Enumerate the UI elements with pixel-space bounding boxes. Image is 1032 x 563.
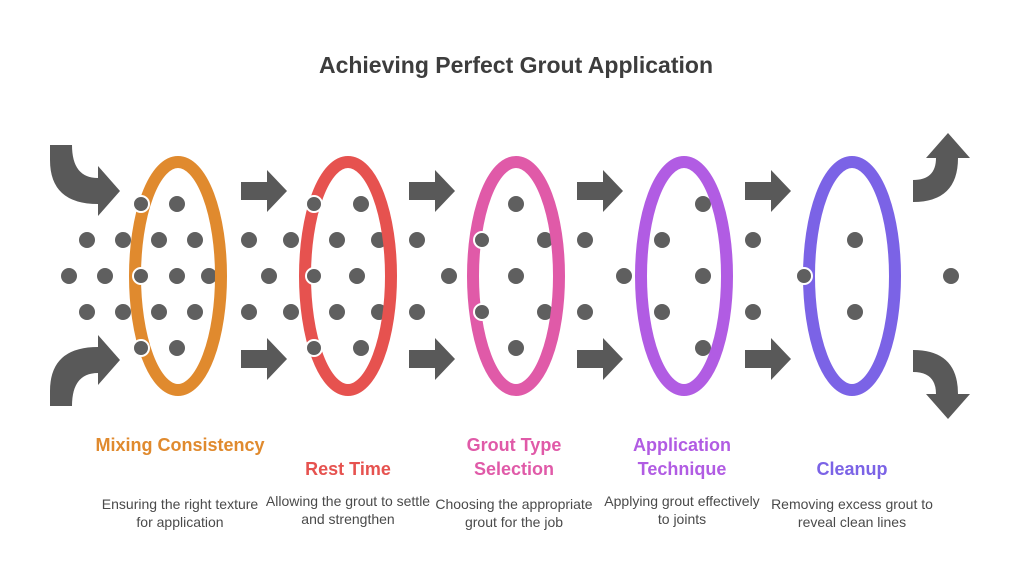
stage-label-rest: Rest Time	[305, 459, 391, 479]
arrow-right-icon	[409, 338, 455, 380]
particle-dot	[187, 304, 203, 320]
stage-desc-rest: Allowing the grout to settle and strengt…	[265, 493, 431, 527]
curved-arrow-out-bottom-icon	[913, 350, 970, 419]
particle-dot	[169, 268, 185, 284]
filter-ring	[803, 156, 901, 396]
particle-dot	[745, 232, 761, 248]
particle-dot	[745, 304, 761, 320]
particle-dot	[79, 304, 95, 320]
particle-dot	[115, 304, 131, 320]
filter-ring	[635, 156, 733, 396]
particle-dot	[115, 232, 131, 248]
particle-dot	[79, 232, 95, 248]
arrow-right-icon	[745, 338, 791, 380]
particle-dot	[847, 232, 863, 248]
particle-dot	[508, 196, 524, 212]
particle-dot-outlined	[132, 195, 150, 213]
arrow-right-icon	[409, 170, 455, 212]
particle-dot-outlined	[132, 267, 150, 285]
particle-dot	[329, 304, 345, 320]
particle-dot	[847, 304, 863, 320]
particle-dot-outlined	[132, 339, 150, 357]
particle-dot	[695, 268, 711, 284]
stage-desc-application: Applying grout effectively to joints	[604, 493, 760, 527]
stage-desc-cleanup: Removing excess grout to reveal clean li…	[771, 496, 933, 530]
arrow-right-icon	[745, 170, 791, 212]
particle-dot	[241, 304, 257, 320]
stage-label-grout-type: Grout Type Selection	[466, 435, 562, 479]
particle-dot	[97, 268, 113, 284]
particle-dot	[943, 268, 959, 284]
particle-dot	[201, 268, 217, 284]
particle-dot	[441, 268, 457, 284]
particle-dot	[169, 340, 185, 356]
particle-dot-outlined	[305, 195, 323, 213]
particle-dot	[187, 232, 203, 248]
particle-dot	[616, 268, 632, 284]
curved-arrow-in-top-icon	[50, 145, 120, 216]
particle-dot	[151, 232, 167, 248]
particle-dot	[508, 268, 524, 284]
curved-arrow-out-top-icon	[913, 133, 970, 202]
stage-desc-grout-type: Choosing the appropriate grout for the j…	[435, 496, 593, 530]
particle-dot	[261, 268, 277, 284]
curved-arrow-in-bottom-icon	[50, 335, 120, 406]
particle-dot	[283, 304, 299, 320]
particle-dot	[329, 232, 345, 248]
particle-dot	[409, 232, 425, 248]
particle-dot	[61, 268, 77, 284]
particle-dot	[353, 340, 369, 356]
stage-label-application: Application Technique	[633, 435, 731, 479]
particle-dot	[353, 196, 369, 212]
particle-dot	[695, 196, 711, 212]
particle-dot	[695, 340, 711, 356]
particle-dot	[283, 232, 299, 248]
stage-label-mixing: Mixing Consistency	[95, 435, 265, 455]
arrow-right-icon	[241, 338, 287, 380]
particle-dot-outlined	[305, 267, 323, 285]
particle-dot	[349, 268, 365, 284]
filter-ring	[467, 156, 565, 396]
particle-dot	[508, 340, 524, 356]
arrow-right-icon	[577, 170, 623, 212]
arrow-right-icon	[241, 170, 287, 212]
particle-dot	[241, 232, 257, 248]
stage-label-cleanup: Cleanup	[816, 459, 888, 479]
particle-dot	[537, 232, 553, 248]
particle-dot	[654, 232, 670, 248]
particle-dot	[169, 196, 185, 212]
particle-dot-outlined	[473, 303, 491, 321]
particle-dot-outlined	[473, 231, 491, 249]
page-title: Achieving Perfect Grout Application	[318, 52, 714, 78]
particle-dot	[577, 232, 593, 248]
particle-dot	[577, 304, 593, 320]
particle-dot	[537, 304, 553, 320]
particle-dot	[151, 304, 167, 320]
particle-dot-outlined	[305, 339, 323, 357]
stage-desc-mixing: Ensuring the right texture for applicati…	[101, 496, 259, 530]
particle-dot	[654, 304, 670, 320]
particle-dot-outlined	[795, 267, 813, 285]
particle-dot	[409, 304, 425, 320]
arrow-right-icon	[577, 338, 623, 380]
